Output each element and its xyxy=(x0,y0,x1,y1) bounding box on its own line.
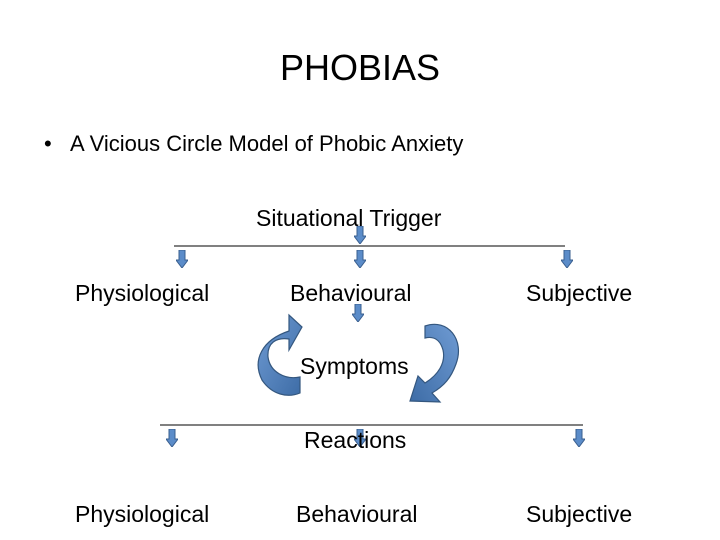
bullet-text: A Vicious Circle Model of Phobic Anxiety xyxy=(70,131,464,156)
top-right-down-arrow-icon xyxy=(561,250,573,268)
node-top-physiological: Physiological xyxy=(75,280,210,306)
node-bottom-behavioural: Behavioural xyxy=(296,501,418,527)
bullet-point: • A Vicious Circle Model of Phobic Anxiet… xyxy=(44,133,463,155)
bottom-left-down-arrow-icon xyxy=(166,429,178,447)
node-symptoms: Symptoms xyxy=(300,353,409,379)
slide-title: PHOBIAS xyxy=(279,47,441,88)
bullet-marker: • xyxy=(44,131,52,156)
node-bottom-physiological: Physiological xyxy=(75,501,210,527)
node-situational-trigger: Situational Trigger xyxy=(256,205,442,231)
circular-arrow-right-icon xyxy=(409,323,459,403)
circular-arrow-left-icon xyxy=(257,313,303,396)
node-reactions: Reactions xyxy=(304,427,407,453)
node-bottom-subjective: Subjective xyxy=(526,501,633,527)
node-top-subjective: Subjective xyxy=(526,280,633,306)
node-top-behavioural: Behavioural xyxy=(290,280,412,306)
bottom-right-down-arrow-icon xyxy=(573,429,585,447)
behavioural-to-symptoms-arrow-icon xyxy=(352,304,364,322)
top-center-down-arrow-icon xyxy=(354,250,366,268)
top-left-down-arrow-icon xyxy=(176,250,188,268)
